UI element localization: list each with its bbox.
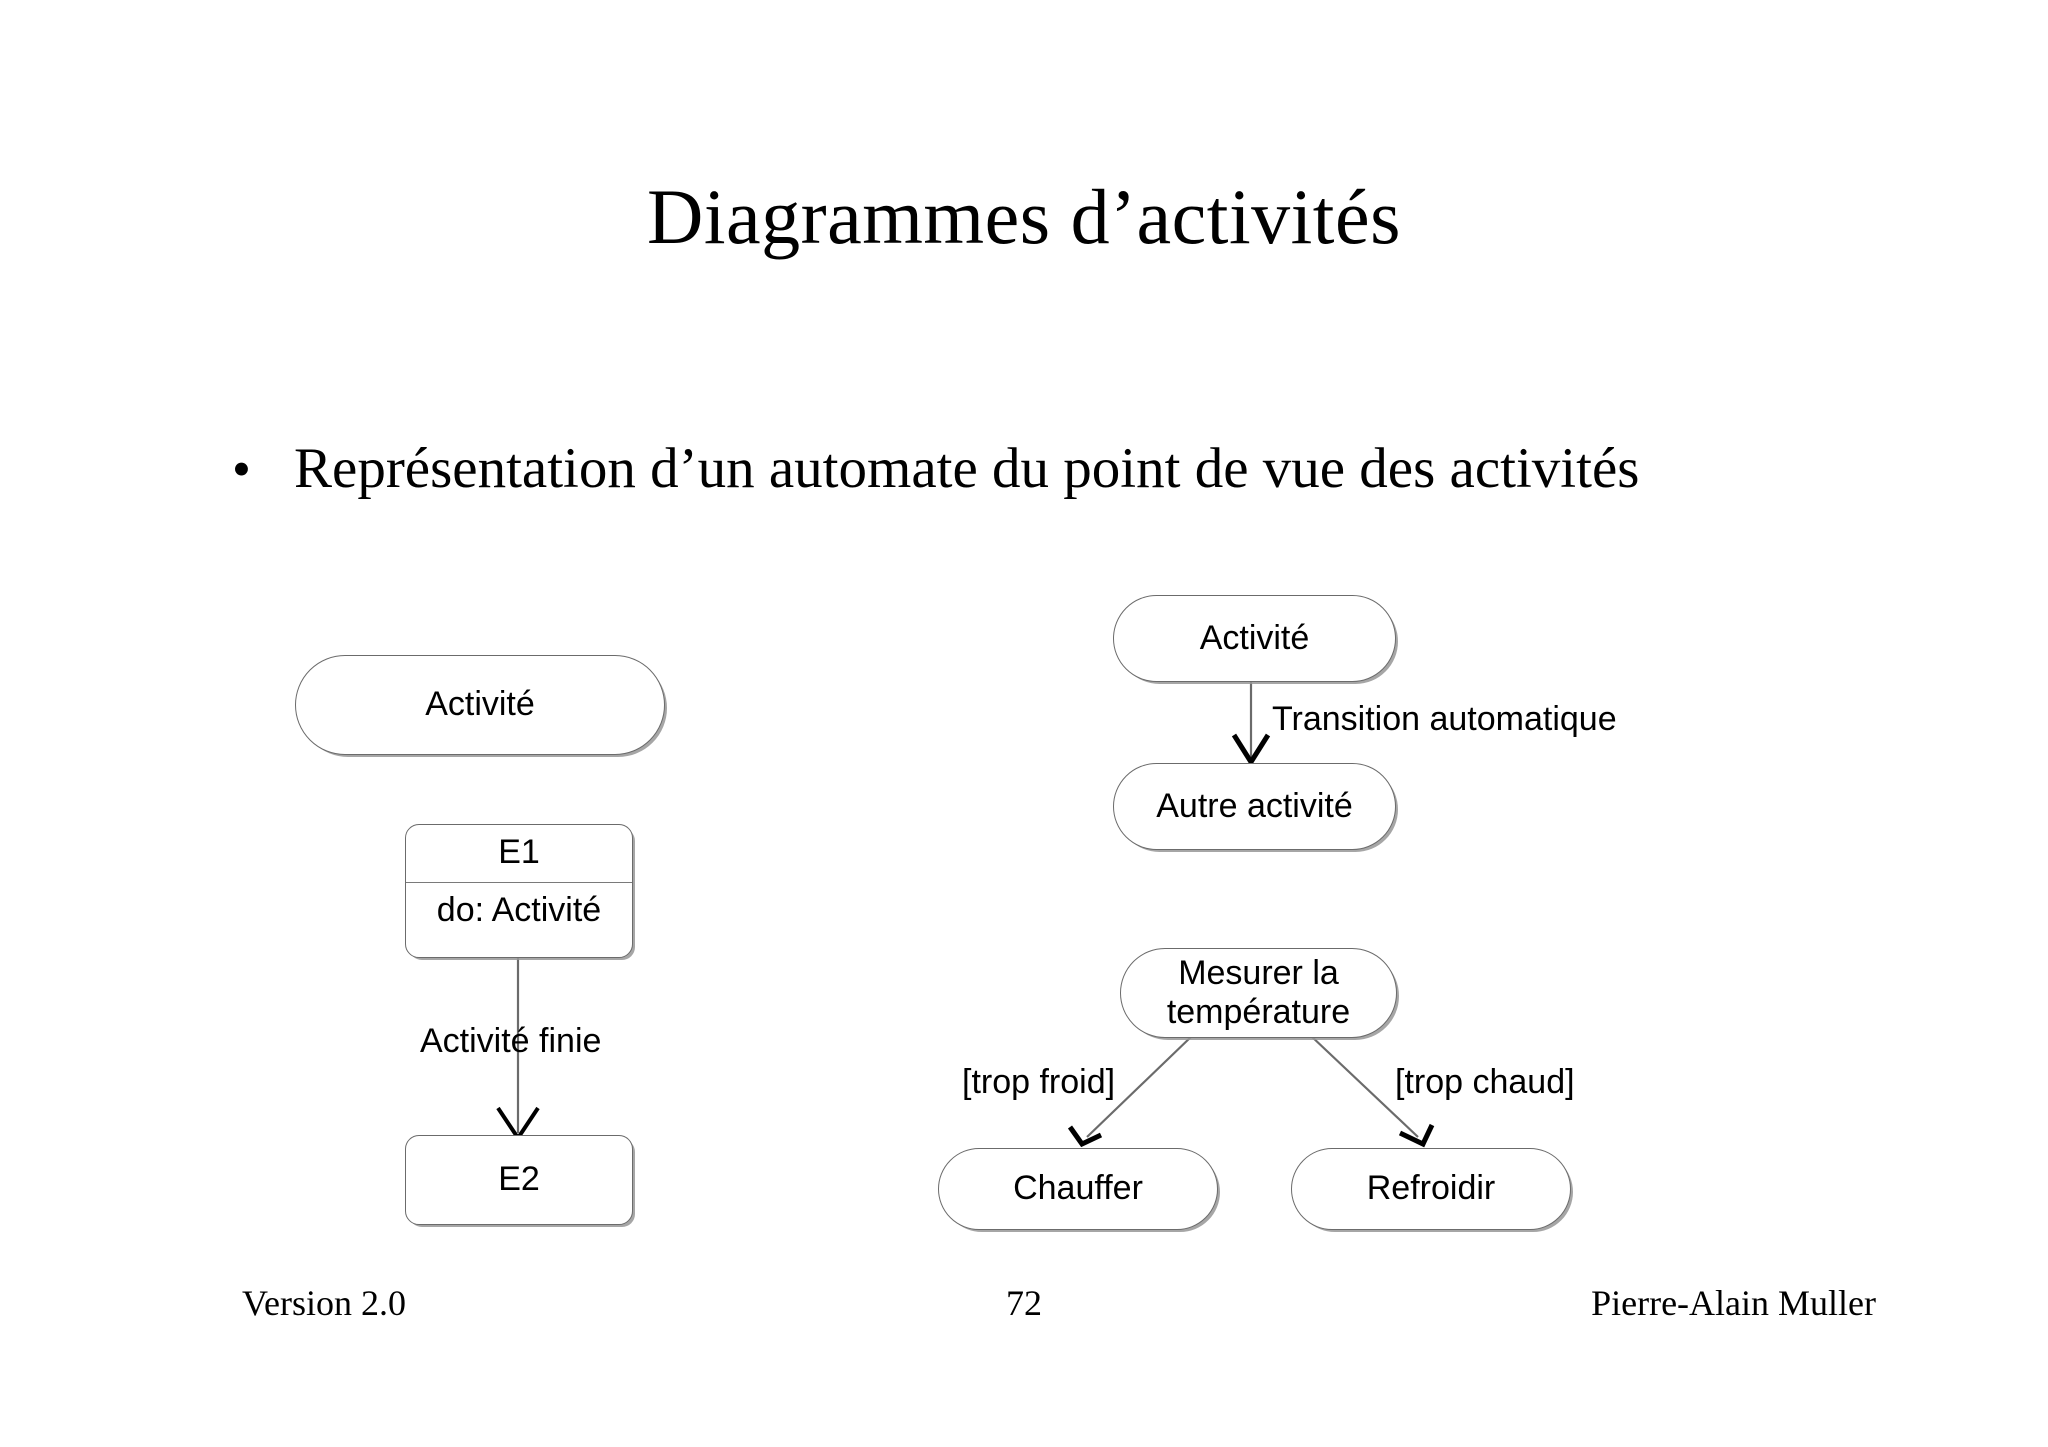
left-state-e2-name: E2 [498,1160,540,1199]
footer-page-number: 72 [1006,1283,1042,1323]
left-state-e1-body: do: Activité [436,891,602,930]
footer-author: Pierre-Alain Muller [1591,1283,1876,1323]
guard-label-trop-froid: [trop froid] [962,1063,1116,1101]
left-activity-node-label: Activité [425,685,535,724]
left-transition-label: Activité finie [420,1022,602,1060]
chauffer-node-label: Chauffer [1013,1169,1143,1208]
right-target-activity-node[interactable]: Autre activité [1113,763,1396,850]
page-title: Diagrammes d’activités [647,173,1401,260]
measure-temperature-node[interactable]: Mesurer la température [1120,948,1397,1038]
footer-version: Version 2.0 [242,1283,406,1323]
left-state-e1-name: E1 [498,833,540,871]
right-transition-label: Transition automatique [1272,700,1617,738]
right-target-activity-label: Autre activité [1156,786,1353,825]
left-state-e2-node[interactable]: E2 [405,1135,633,1225]
edge-activite-to-autre-activite [1231,682,1271,767]
measure-temperature-label-line1: Mesurer la [1178,953,1339,992]
bullet-marker-icon: • [232,439,251,499]
guard-label-trop-chaud: [trop chaud] [1395,1063,1575,1101]
left-state-e1-node[interactable]: E1 do: Activité [405,824,633,958]
bullet-item-text: Représentation d’un automate du point de… [294,437,1640,500]
slide-footer: Version 2.0 72 Pierre-Alain Muller [0,1280,2048,1326]
left-activity-node[interactable]: Activité [295,655,665,755]
refroidir-node[interactable]: Refroidir [1291,1148,1571,1230]
right-source-activity-label: Activité [1199,618,1310,657]
chauffer-node[interactable]: Chauffer [938,1148,1218,1230]
bullet-item: • Représentation d’un automate du point … [232,430,1792,508]
right-source-activity-node[interactable]: Activité [1113,595,1396,682]
measure-temperature-label-line2: température [1166,993,1351,1031]
refroidir-node-label: Refroidir [1366,1169,1496,1208]
bullet-list: • Représentation d’un automate du point … [232,430,1792,508]
left-state-e1-divider [406,882,632,884]
